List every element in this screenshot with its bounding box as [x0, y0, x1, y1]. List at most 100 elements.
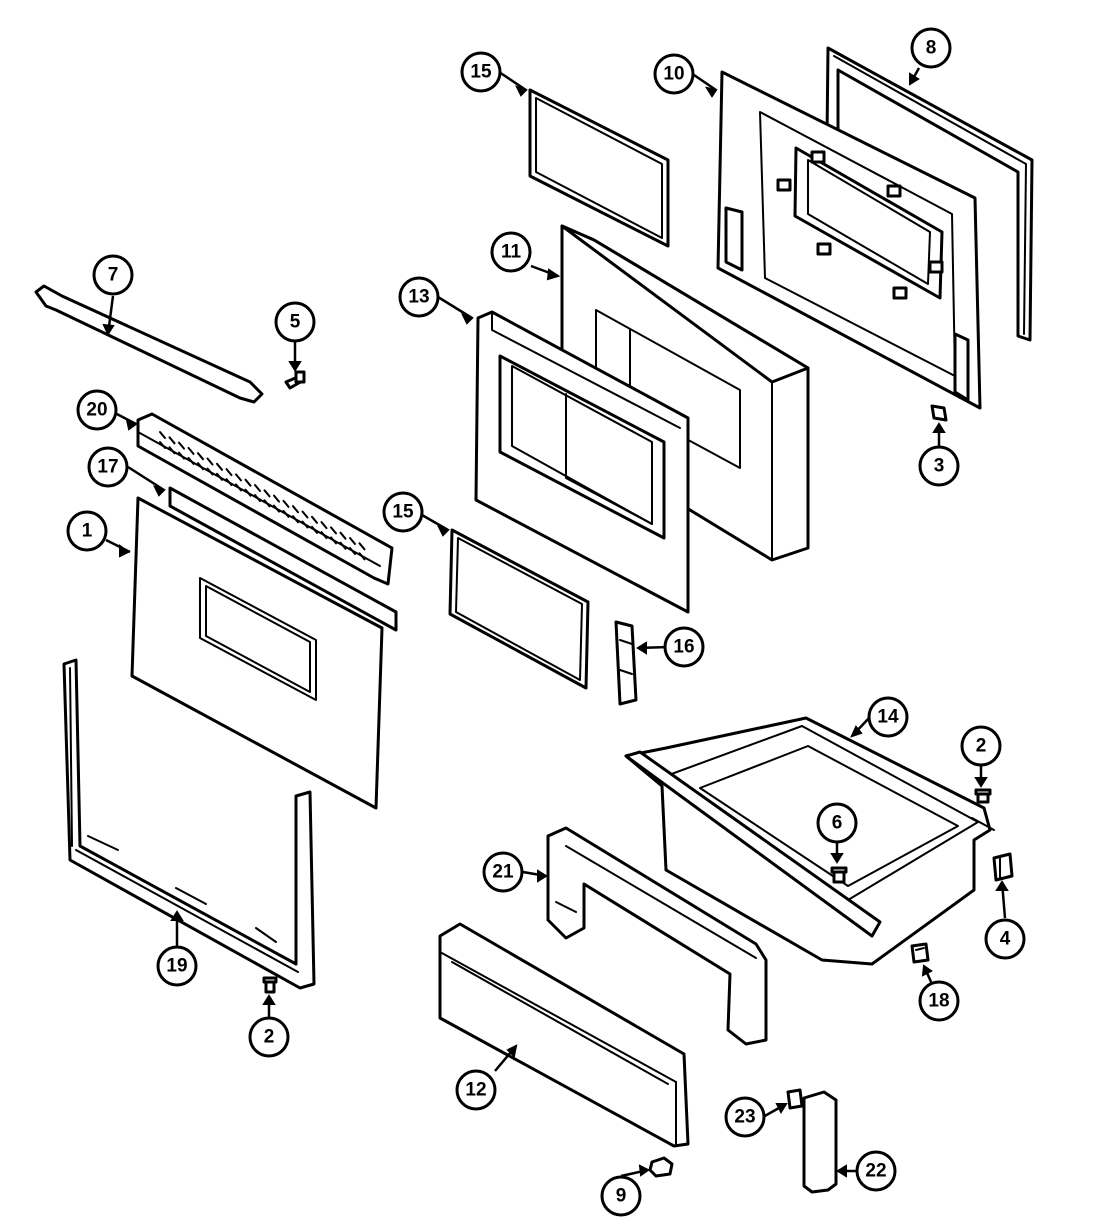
- vent-slot: [244, 488, 252, 497]
- vent-slot: [206, 457, 214, 466]
- svg-text:12: 12: [465, 1080, 486, 1101]
- callout-9: 9: [600, 1175, 642, 1217]
- vent-slot: [339, 531, 347, 540]
- part-9-leveler: [648, 1156, 674, 1178]
- svg-text:7: 7: [108, 265, 119, 286]
- part-5-screw: [284, 370, 306, 390]
- svg-text:5: 5: [290, 312, 301, 333]
- part-3-clip: [930, 404, 948, 422]
- vent-slot: [349, 537, 356, 545]
- vent-slot: [292, 515, 299, 524]
- part-1-outer-door-panel: [130, 496, 384, 810]
- callout-22: 22: [855, 1150, 897, 1192]
- part-2-screw-right: [974, 788, 992, 804]
- svg-text:9: 9: [616, 1186, 627, 1207]
- svg-text:3: 3: [934, 456, 945, 477]
- vent-slot: [244, 478, 252, 487]
- svg-text:21: 21: [492, 862, 514, 883]
- part-12-drawer-front: [438, 922, 690, 1148]
- part-4-clip: [992, 852, 1014, 882]
- vent-slot: [273, 494, 280, 503]
- part-22-side-trim: [802, 1090, 838, 1194]
- callout-23: 23: [724, 1096, 766, 1138]
- vent-slot: [320, 521, 328, 530]
- callout-18: 18: [918, 980, 960, 1022]
- vent-slot: [263, 489, 271, 498]
- callout-4: 4: [984, 918, 1026, 960]
- svg-text:15: 15: [392, 502, 414, 523]
- part-16-hinge-bracket: [614, 620, 638, 706]
- vent-slot: [225, 478, 233, 487]
- vent-slot: [206, 467, 214, 476]
- svg-text:8: 8: [926, 38, 937, 59]
- part-7-door-handle: [34, 284, 264, 404]
- vent-slot: [178, 451, 185, 460]
- callout-7: 7: [92, 254, 134, 296]
- vent-slot: [254, 494, 261, 502]
- vent-slot: [282, 509, 290, 518]
- part-15-glass-middle: [448, 528, 590, 690]
- svg-text:13: 13: [408, 287, 429, 308]
- vent-slot: [235, 473, 242, 482]
- vent-slot: [320, 531, 328, 540]
- callout-13: 13: [398, 276, 440, 318]
- callout-1: 1: [66, 510, 108, 552]
- part-20-vent-trim: [136, 412, 394, 586]
- vent-slot: [263, 499, 271, 508]
- vent-slot: [330, 526, 337, 535]
- vent-slot: [349, 547, 356, 555]
- svg-text:19: 19: [166, 956, 187, 977]
- vent-slot: [235, 483, 242, 492]
- vent-slot: [282, 499, 290, 508]
- part-23-insert: [786, 1088, 804, 1110]
- callout-14: 14: [867, 696, 909, 738]
- callout-20: 20: [76, 389, 118, 431]
- vent-slot: [216, 472, 223, 481]
- svg-text:17: 17: [97, 457, 118, 478]
- vent-slot: [187, 456, 195, 465]
- callout-11: 11: [490, 231, 532, 273]
- part-14-storage-drawer: [624, 716, 995, 966]
- vent-slot: [159, 431, 166, 439]
- part-17-gasket-strip: [168, 486, 398, 632]
- svg-text:23: 23: [734, 1107, 755, 1128]
- vent-slot: [358, 542, 366, 551]
- vent-slot: [178, 441, 185, 450]
- callout-10: 10: [653, 53, 695, 95]
- part-21-drawer-rail: [546, 826, 768, 1046]
- callout-17: 17: [87, 446, 129, 488]
- svg-text:2: 2: [976, 736, 987, 757]
- vent-slot: [216, 462, 223, 471]
- callout-8: 8: [910, 27, 952, 69]
- leader-lines: [102, 67, 1009, 1178]
- callout-3: 3: [918, 445, 960, 487]
- callout-2-left: 2: [248, 1016, 290, 1058]
- callout-6: 6: [816, 802, 858, 844]
- callout-19: 19: [156, 945, 198, 987]
- vent-slot: [168, 446, 176, 455]
- svg-text:16: 16: [673, 637, 694, 658]
- svg-text:22: 22: [865, 1161, 886, 1182]
- vent-slot: [273, 504, 280, 513]
- vent-slot: [301, 510, 309, 519]
- part-19-door-frame: [62, 658, 316, 990]
- vent-slot: [339, 541, 347, 550]
- svg-text:4: 4: [1000, 929, 1011, 950]
- vent-slot: [197, 452, 204, 461]
- vent-slot: [225, 468, 233, 477]
- part-6-screw: [830, 866, 848, 884]
- vent-slot: [330, 536, 337, 545]
- callout-21: 21: [482, 851, 524, 893]
- callout-16: 16: [663, 626, 705, 668]
- part-10-inner-door-panel: [716, 70, 982, 410]
- vent-slot: [159, 441, 166, 449]
- part-2-screw-left: [262, 976, 278, 994]
- svg-text:1: 1: [82, 521, 93, 542]
- part-18-clip: [910, 942, 930, 964]
- vent-slot: [358, 552, 366, 561]
- svg-text:15: 15: [470, 62, 492, 83]
- svg-text:10: 10: [663, 64, 684, 85]
- callout-15-top: 15: [460, 51, 502, 93]
- svg-text:20: 20: [86, 400, 107, 421]
- vent-slot: [311, 525, 318, 534]
